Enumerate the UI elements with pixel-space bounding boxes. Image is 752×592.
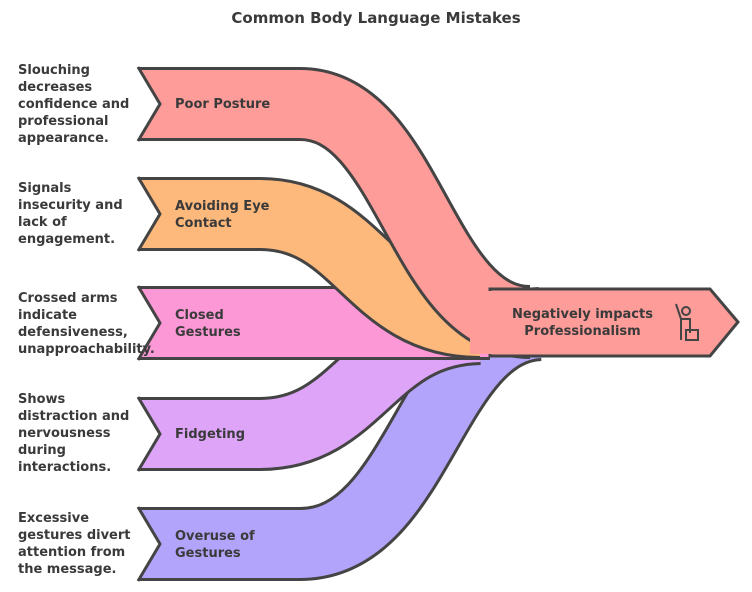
outcome-label: Negatively impacts Professionalism [512, 307, 653, 339]
diagram-title: Common Body Language Mistakes [231, 9, 521, 27]
professional-person-icon [675, 303, 699, 341]
chevron-notches [125, 66, 162, 582]
item-label-fidgeting: Fidgeting [175, 427, 245, 442]
item-description-closed-gestures: Crossed arms indicate defensiveness, una… [18, 291, 155, 357]
item-description-poor-posture: Slouching decreases confidence and profe… [18, 63, 130, 146]
item-label-avoiding-eye-contact: Avoiding Eye Contact [175, 199, 270, 231]
item-label-poor-posture: Poor Posture [175, 97, 271, 112]
item-description-fidgeting: Shows distraction and nervousness during… [18, 392, 130, 475]
item-description-overuse-of-gestures: Excessive gestures divert attention from… [18, 511, 131, 577]
item-label-closed-gestures: Closed Gestures [175, 308, 241, 340]
item-label-overuse-of-gestures: Overuse of Gestures [175, 529, 255, 561]
item-description-avoiding-eye-contact: Signals insecurity and lack of engagemen… [18, 181, 123, 247]
